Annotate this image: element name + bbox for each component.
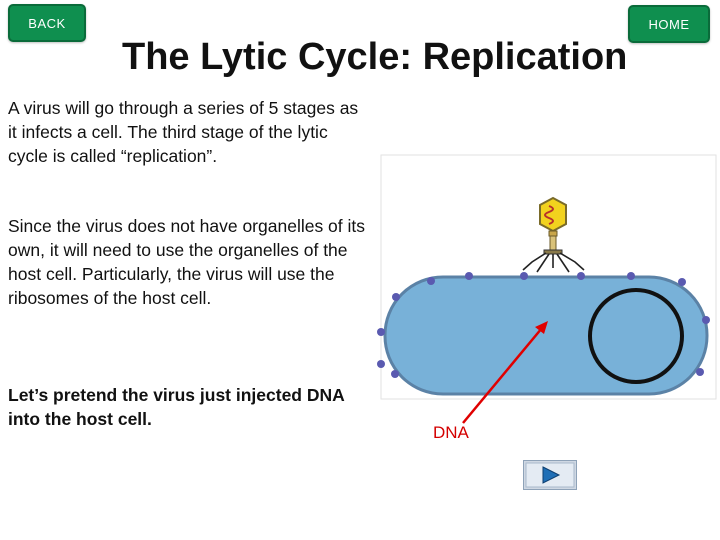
page-title: The Lytic Cycle: Replication [122, 36, 628, 79]
ribosome [377, 360, 385, 368]
ribosome [520, 272, 528, 280]
ribosome [577, 272, 585, 280]
ribosome [427, 277, 435, 285]
dna-arrow [462, 321, 548, 424]
ribosome [627, 272, 635, 280]
play-next-icon [523, 460, 577, 490]
host-cell [383, 275, 709, 396]
nucleus-ring [588, 288, 684, 384]
ribosomes [377, 272, 710, 378]
ribosome [678, 278, 686, 286]
diagram-frame [380, 154, 717, 400]
home-button[interactable]: HOME [628, 5, 710, 43]
ribosome [391, 370, 399, 378]
dna-label: DNA [433, 423, 469, 442]
next-slide-button[interactable] [523, 460, 577, 490]
ribosome [465, 272, 473, 280]
ribosome [392, 293, 400, 301]
organelles-paragraph: Since the virus does not have organelles… [8, 215, 366, 308]
bacteriophage-icon [522, 196, 585, 273]
back-button[interactable]: BACK [8, 4, 86, 42]
dna-injection-paragraph: Let’s pretend the virus just injected DN… [8, 384, 345, 429]
intro-paragraph: A virus will go through a series of 5 st… [8, 97, 359, 166]
ribosome [702, 316, 710, 324]
ribosome [696, 368, 704, 376]
ribosome [377, 328, 385, 336]
